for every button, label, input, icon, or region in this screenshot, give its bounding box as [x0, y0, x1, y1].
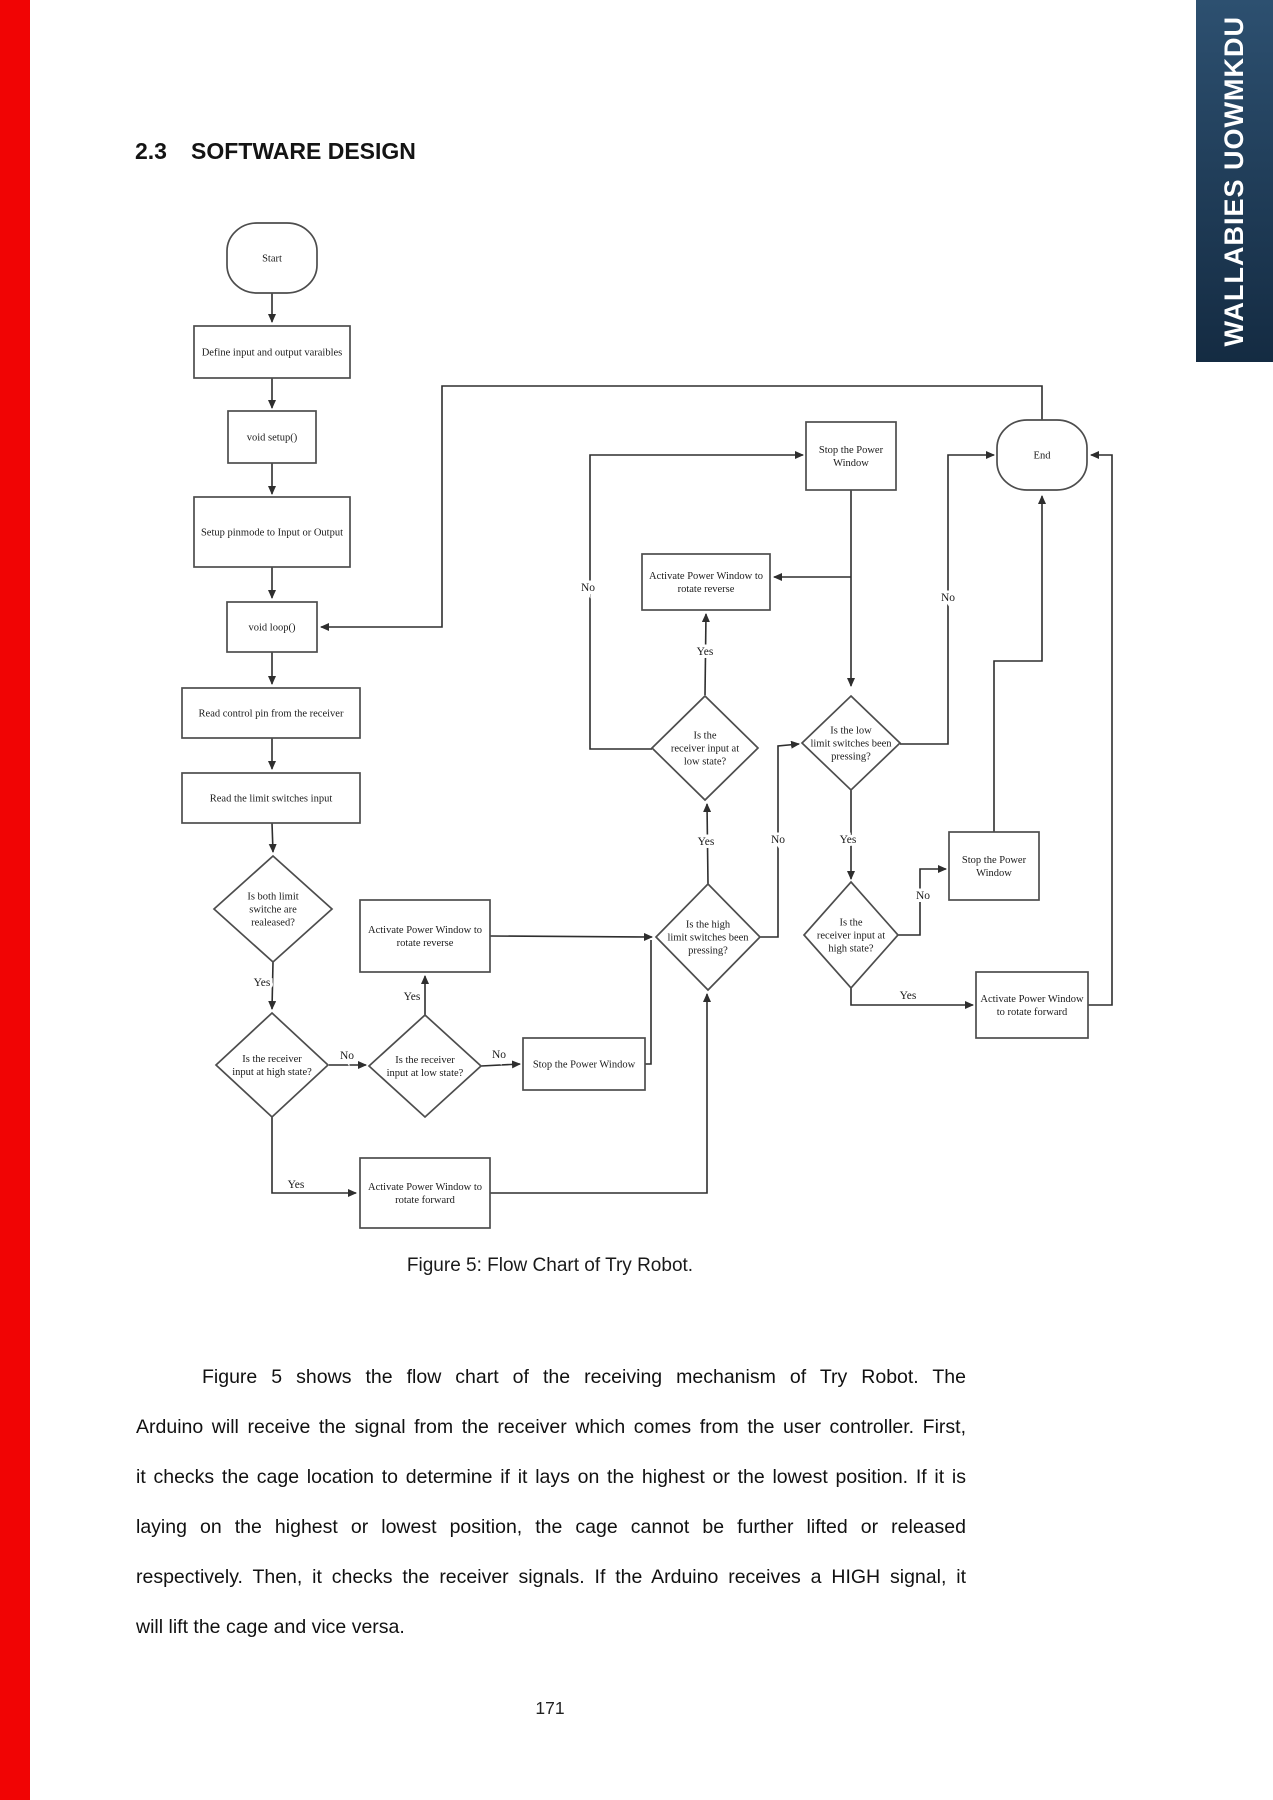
flow-edge-label: Yes: [900, 990, 917, 1002]
flow-edge-label: No: [916, 890, 930, 902]
flow-node-rotate-reverse-right: [641, 553, 771, 611]
flow-edge: [993, 495, 1046, 833]
flow-edge-label: No: [340, 1050, 354, 1062]
flow-edge-label: Yes: [697, 646, 714, 658]
flow-node-rotate-forward-bottom: [359, 1157, 491, 1229]
flow-edge: [900, 451, 995, 745]
flow-node-label-setup-pinmode: Setup pinmode to Input or Output: [201, 528, 343, 539]
flow-node-end: [996, 419, 1088, 491]
left-red-stripe: [0, 0, 30, 1800]
flow-node-receiver-high-left: [214, 1011, 330, 1119]
flow-node-label-start: Start: [262, 254, 282, 265]
flow-edge-label: Yes: [404, 991, 421, 1003]
flow-node-start: [226, 222, 318, 294]
flow-node-receiver-low-middle: [650, 694, 760, 802]
body-line: Figure 5 shows the flow chart of the rec…: [202, 1366, 966, 1388]
flow-node-low-limit-pressing: [800, 694, 902, 792]
flow-node-label-stop-window-bottom: Stop the Power Window: [533, 1060, 636, 1071]
flow-edge: [489, 932, 653, 941]
flow-node-high-limit-pressing: [654, 882, 762, 992]
flow-edge: [1087, 451, 1113, 1006]
flow-edge: [645, 940, 652, 1065]
flow-edge: [480, 1060, 521, 1069]
flow-edge: [268, 961, 277, 1010]
flow-node-rotate-forward-right: [975, 971, 1089, 1039]
flow-edge: [703, 803, 712, 885]
section-heading: 2.3 SOFTWARE DESIGN: [135, 138, 416, 165]
flow-node-read-control-pin: [181, 687, 361, 739]
flow-edge: [320, 385, 1043, 631]
body-line: Arduino will receive the signal from the…: [136, 1416, 966, 1438]
flow-edge: [589, 451, 804, 750]
flow-edge-label: No: [581, 582, 595, 594]
flow-node-stop-window-top: [805, 421, 897, 491]
flow-edge: [268, 822, 277, 853]
body-paragraph: Figure 5 shows the flow chart of the rec…: [136, 1352, 966, 1652]
flow-edge: [898, 865, 947, 936]
flow-node-label-read-control-pin: Read control pin from the receiver: [199, 709, 344, 720]
flow-edge: [271, 1117, 357, 1197]
flow-edge: [850, 988, 974, 1009]
flow-node-read-limit-switches: [181, 772, 361, 824]
flow-node-label-define-variables: Define input and output varaibles: [202, 348, 343, 359]
flow-node-receiver-low-left: [367, 1013, 483, 1119]
flow-node-label-end: End: [1034, 451, 1052, 462]
flow-node-receiver-high-right: [802, 880, 900, 990]
flow-node-define-variables: [193, 325, 351, 379]
flow-node-label-void-loop: void loop(): [249, 623, 296, 634]
flow-edge-label: No: [771, 834, 785, 846]
figure-caption: Figure 5: Flow Chart of Try Robot.: [406, 1255, 694, 1276]
body-line: will lift the cage and vice versa.: [136, 1616, 405, 1638]
flow-edge-label: No: [941, 592, 955, 604]
flow-node-rotate-reverse-left: [359, 899, 491, 973]
section-title: SOFTWARE DESIGN: [190, 138, 416, 164]
body-line: respectively. Then, it checks the receiv…: [136, 1566, 966, 1588]
flow-node-void-loop: [226, 601, 318, 653]
page-number: 171: [535, 1698, 565, 1718]
flow-edge-label: Yes: [254, 977, 271, 989]
flow-edge-label: No: [492, 1049, 506, 1061]
flow-node-setup-pinmode: [193, 496, 351, 568]
flow-node-both-limit-released: [212, 854, 334, 964]
watermark-sidebar: WALLABIES UOWMKDU: [1196, 0, 1273, 362]
flow-node-label-read-limit-switches: Read the limit switches input: [210, 794, 333, 805]
flow-edge-label: Yes: [288, 1179, 305, 1191]
flow-edge: [760, 740, 800, 938]
flow-edge-label: Yes: [698, 836, 715, 848]
section-number: 2.3: [135, 138, 167, 164]
flow-node-label-void-setup: void setup(): [247, 433, 298, 444]
flow-node-stop-window-bottom: [522, 1037, 646, 1091]
body-line: it checks the cage location to determine…: [136, 1466, 966, 1488]
flow-edge: [490, 993, 711, 1194]
flow-edge-label: Yes: [840, 834, 857, 846]
flow-node-void-setup: [227, 410, 317, 464]
flow-node-stop-window-right: [948, 831, 1040, 901]
body-line: laying on the highest or lowest position…: [136, 1516, 966, 1538]
flow-edge: [701, 613, 710, 696]
